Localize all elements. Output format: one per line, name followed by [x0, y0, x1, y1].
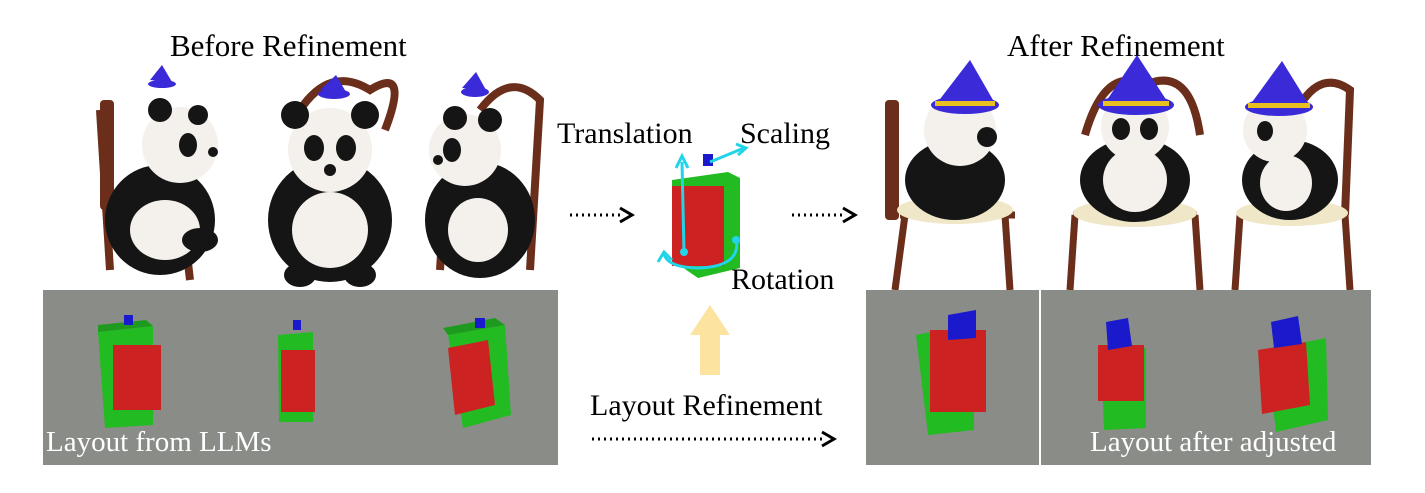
rotation-arrow-icon	[656, 236, 740, 270]
before-layout-caption: Layout from LLMs	[46, 426, 272, 458]
after-refinement-title: After Refinement	[1007, 28, 1225, 63]
panda-image	[1231, 61, 1355, 291]
dotted-arrow-icon	[570, 206, 635, 224]
before-layout-boxes	[98, 315, 511, 428]
scaling-label: Scaling	[740, 117, 830, 150]
layout-box-icon	[1258, 316, 1328, 432]
translation-label: Translation	[557, 117, 693, 150]
layout-box-icon	[916, 310, 986, 435]
after-panda-images	[885, 55, 1355, 291]
layout-box-icon	[443, 318, 511, 428]
before-panda-images	[96, 65, 545, 287]
panda-image	[425, 72, 545, 278]
panda-image	[885, 60, 1015, 291]
layout-refinement-label: Layout Refinement	[590, 389, 823, 422]
up-arrow-icon	[690, 305, 730, 375]
dotted-arrow-icon	[792, 206, 858, 224]
panda-image	[1066, 55, 1204, 291]
layout-box-icon	[278, 320, 315, 422]
layout-box-icon	[1098, 318, 1146, 430]
layout-box-icon	[98, 315, 161, 428]
before-refinement-title: Before Refinement	[170, 28, 407, 63]
after-layout-boxes	[916, 310, 1328, 435]
rotation-label: Rotation	[731, 263, 835, 296]
panda-image	[96, 65, 218, 281]
scaling-arrow-icon	[709, 142, 749, 164]
panda-image	[268, 75, 399, 287]
translation-arrow-icon	[674, 152, 690, 256]
dotted-arrow-icon	[592, 430, 837, 448]
after-layout-caption: Layout after adjusted	[1090, 426, 1337, 458]
refinement-operations-diagram	[570, 142, 858, 278]
